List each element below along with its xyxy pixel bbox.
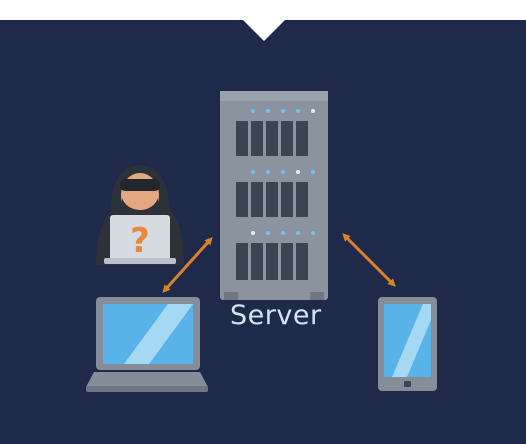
callout-notch bbox=[243, 20, 285, 41]
server-rack-icon bbox=[220, 91, 328, 300]
hacker-icon: ? bbox=[96, 165, 184, 265]
server-unit-1 bbox=[236, 109, 315, 156]
double-arrow-icon bbox=[162, 237, 213, 293]
server-label: Server bbox=[230, 300, 322, 331]
link-laptop-server bbox=[162, 237, 213, 293]
tablet-icon bbox=[378, 297, 437, 391]
laptop-icon bbox=[86, 297, 208, 392]
server-unit-3 bbox=[236, 231, 315, 280]
question-mark-icon: ? bbox=[130, 221, 150, 261]
link-server-tablet bbox=[342, 233, 396, 287]
double-arrow-icon bbox=[342, 233, 396, 287]
server-unit-2 bbox=[236, 170, 315, 217]
